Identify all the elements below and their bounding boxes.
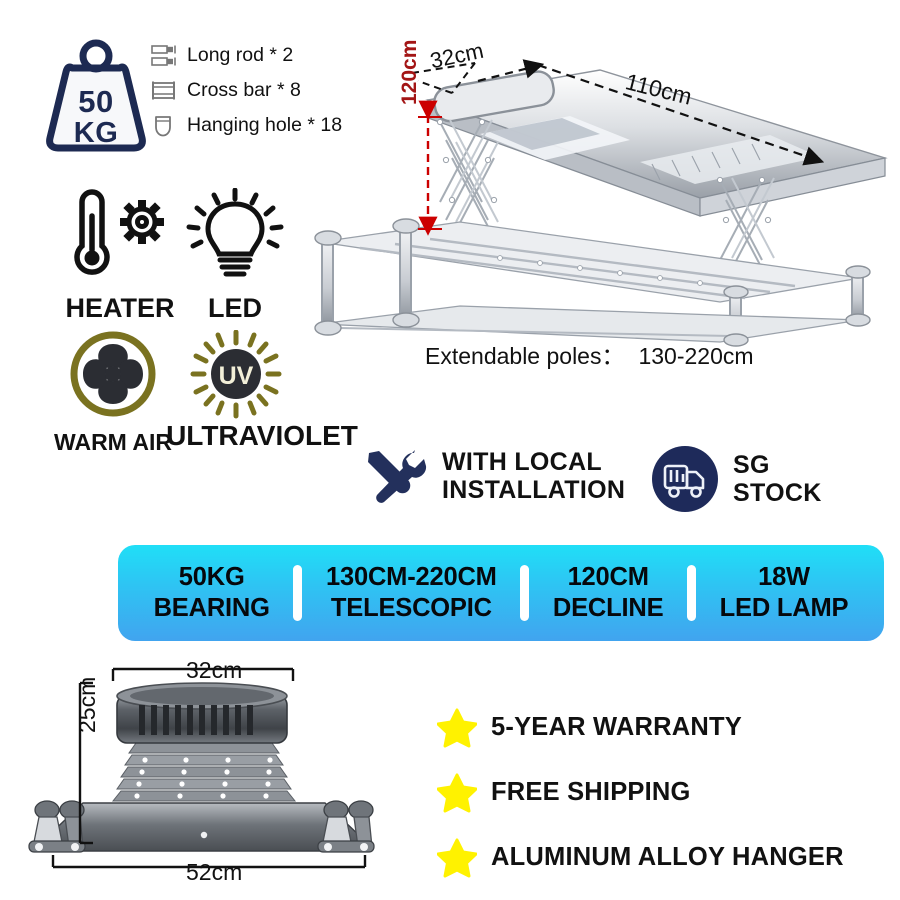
thermometer-gear-icon [74,189,164,275]
cross-bar-icon [150,78,180,104]
benefit-label: 5-YEAR WARRANTY [491,713,742,741]
spec-item-telescopic: 130CM-220CM TELESCOPIC [302,562,520,622]
extendable-poles-value: 130-220cm [638,343,754,369]
weight-value: 50 [78,84,114,119]
feature-led: LED [176,187,294,324]
weight-unit: KG [73,117,119,149]
spec-item-led-lamp: 18W LED LAMP [696,562,872,622]
lightbulb-icon [186,187,284,277]
feature-label: LED [208,293,262,323]
sg-line-1: SG [733,451,770,479]
dimension-drop-height: 120cm [398,39,421,105]
product-illustration-main [314,69,888,347]
uv-sun-icon: UV [190,329,282,419]
spec-separator [687,565,697,621]
install-badge-text: WITH LOCAL INSTALLATION [442,448,625,504]
parts-list: Long rod * 2 Cross bar * 8 [150,38,400,143]
hanging-hole-icon [150,113,180,139]
dimension-bottom-span: 52cm [186,859,243,885]
dimension-bottom-height: 25cm [74,676,100,733]
dimension-bottom-width: 32cm [186,657,243,683]
svg-text:UV: UV [219,362,254,390]
spec-value: 50KG [178,562,245,591]
install-line-1: WITH LOCAL [442,448,602,476]
parts-list-item: Cross bar * 8 [150,73,400,108]
feature-heater: HEATER [44,188,196,324]
parts-list-item: Long rod * 2 [150,38,400,73]
long-rod-icon [150,43,180,69]
spec-value: 120CM [567,562,649,591]
spec-value: 18W [758,562,810,591]
weight-capacity-badge: 50 KG [42,34,150,152]
install-line-2: INSTALLATION [442,476,626,504]
main-dimension-lines [411,59,825,236]
feature-label: ULTRAVIOLET [166,420,358,451]
benefit-label: ALUMINUM ALLOY HANGER [491,843,844,871]
fan-icon [70,331,156,417]
star-icon [437,708,477,747]
spec-label: TELESCOPIC [330,593,492,622]
spec-separator [520,565,530,621]
feature-label: WARM AIR [54,429,172,455]
local-installation-badge: WITH LOCAL INSTALLATION [360,444,625,508]
spec-item-bearing: 50KG BEARING [130,562,293,622]
parts-list-item-label: Long rod * 2 [187,44,294,66]
extendable-poles-caption: Extendable poles： 130-220cm [425,337,754,371]
spec-separator [293,565,303,621]
benefits-list: 5-YEAR WARRANTY FREE SHIPPING ALUMINUM A… [437,695,844,890]
delivery-truck-icon [652,446,718,512]
parts-list-item-label: Cross bar * 8 [187,79,301,101]
feature-ultraviolet: UV ULTRAVIOLET [166,329,358,451]
feature-label: HEATER [65,293,175,323]
benefit-item: 5-YEAR WARRANTY [437,695,844,760]
benefit-label: FREE SHIPPING [491,778,691,806]
spec-label: DECLINE [552,593,664,622]
sg-stock-text: SG STOCK [733,451,822,507]
benefit-item: ALUMINUM ALLOY HANGER [437,825,844,890]
sg-stock-badge: SG STOCK [650,444,822,514]
extendable-poles-label: Extendable poles： [425,343,625,369]
spec-label: BEARING [153,593,270,622]
weight-icon [46,39,146,152]
spec-item-decline: 120CM DECLINE [529,562,687,622]
benefit-item: FREE SHIPPING [437,760,844,825]
star-icon [437,838,477,877]
parts-list-item: Hanging hole * 18 [150,108,400,143]
parts-list-item-label: Hanging hole * 18 [187,114,343,136]
sg-line-2: STOCK [733,479,822,507]
spec-value: 130CM-220CM [326,562,497,591]
spec-banner: 50KG BEARING 130CM-220CM TELESCOPIC 120C… [118,545,884,641]
wrench-screwdriver-icon [368,450,427,503]
star-icon [437,773,477,812]
product-illustration-folded [28,667,375,869]
spec-label: LED LAMP [719,593,849,622]
feature-warm-air: WARM AIR [38,330,188,456]
